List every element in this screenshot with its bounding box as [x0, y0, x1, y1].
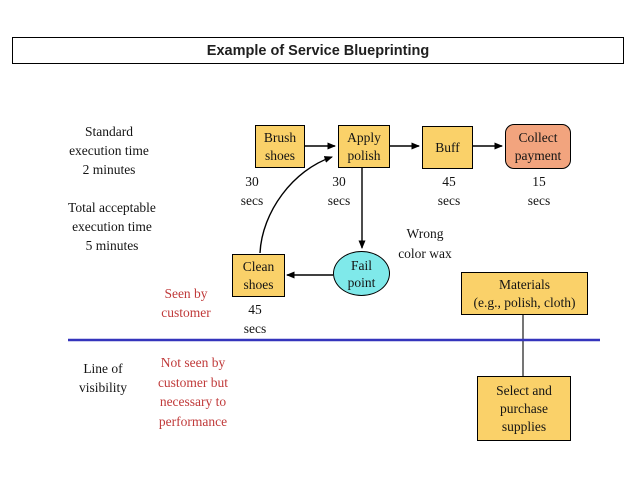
duration-clean-shoes: 45 secs — [243, 302, 267, 336]
page-title: Example of Service Blueprinting — [12, 37, 624, 64]
label-wrong-color-wax: Wrong color wax — [398, 226, 452, 261]
node-collect-payment: Collect payment — [505, 124, 571, 169]
duration-collect-payment: 15 secs — [527, 174, 551, 208]
label-line-of-visibility: Line of visibility — [78, 361, 127, 395]
label-total-acceptable-time: Total acceptable execution time 5 minute… — [68, 200, 156, 253]
node-clean-shoes: Clean shoes — [232, 254, 285, 297]
node-apply-polish: Apply polish — [338, 125, 390, 168]
duration-apply-polish: 30 secs — [327, 174, 351, 208]
node-materials: Materials (e.g., polish, cloth) — [461, 272, 588, 315]
duration-buff: 45 secs — [437, 174, 461, 208]
node-select-purchase-supplies: Select and purchase supplies — [477, 376, 571, 441]
node-buff: Buff — [422, 126, 473, 169]
page-title-text: Example of Service Blueprinting — [206, 42, 430, 59]
node-fail-point: Fail point — [333, 251, 390, 296]
node-brush-shoes: Brush shoes — [255, 125, 305, 168]
label-seen-by-customer: Seen by customer — [161, 286, 211, 320]
duration-brush-shoes: 30 secs — [240, 174, 264, 208]
label-not-seen-by-customer: Not seen by customer but necessary to pe… — [157, 355, 229, 429]
label-standard-execution-time: Standard execution time 2 minutes — [69, 124, 149, 177]
